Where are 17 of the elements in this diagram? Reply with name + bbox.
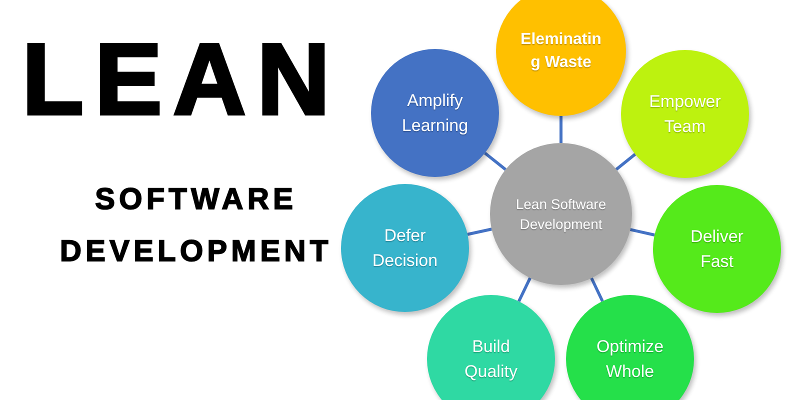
connector-line: [517, 277, 532, 302]
connector-line: [590, 277, 604, 302]
connector-line: [630, 228, 655, 236]
circle-label: Empower Team: [648, 91, 722, 138]
circle-label: Lean Software Development: [514, 195, 608, 234]
circle-label: Amplify Learning: [400, 90, 470, 137]
connector-line: [560, 116, 562, 143]
connector-line: [484, 152, 507, 171]
connector-line: [467, 228, 492, 236]
title-text: LEAN: [22, 30, 341, 131]
connector-line: [615, 153, 636, 171]
circle-label: Defer Decision: [371, 225, 439, 272]
circle-label: Deliver Fast: [690, 226, 744, 273]
circle-label: Optimize Whole: [595, 336, 665, 383]
subtitle-text: SOFTWARE DEVELOPMENT: [58, 182, 334, 270]
circle-label: Build Quality: [464, 336, 518, 383]
circle-label: Eleminating Waste: [520, 30, 602, 73]
